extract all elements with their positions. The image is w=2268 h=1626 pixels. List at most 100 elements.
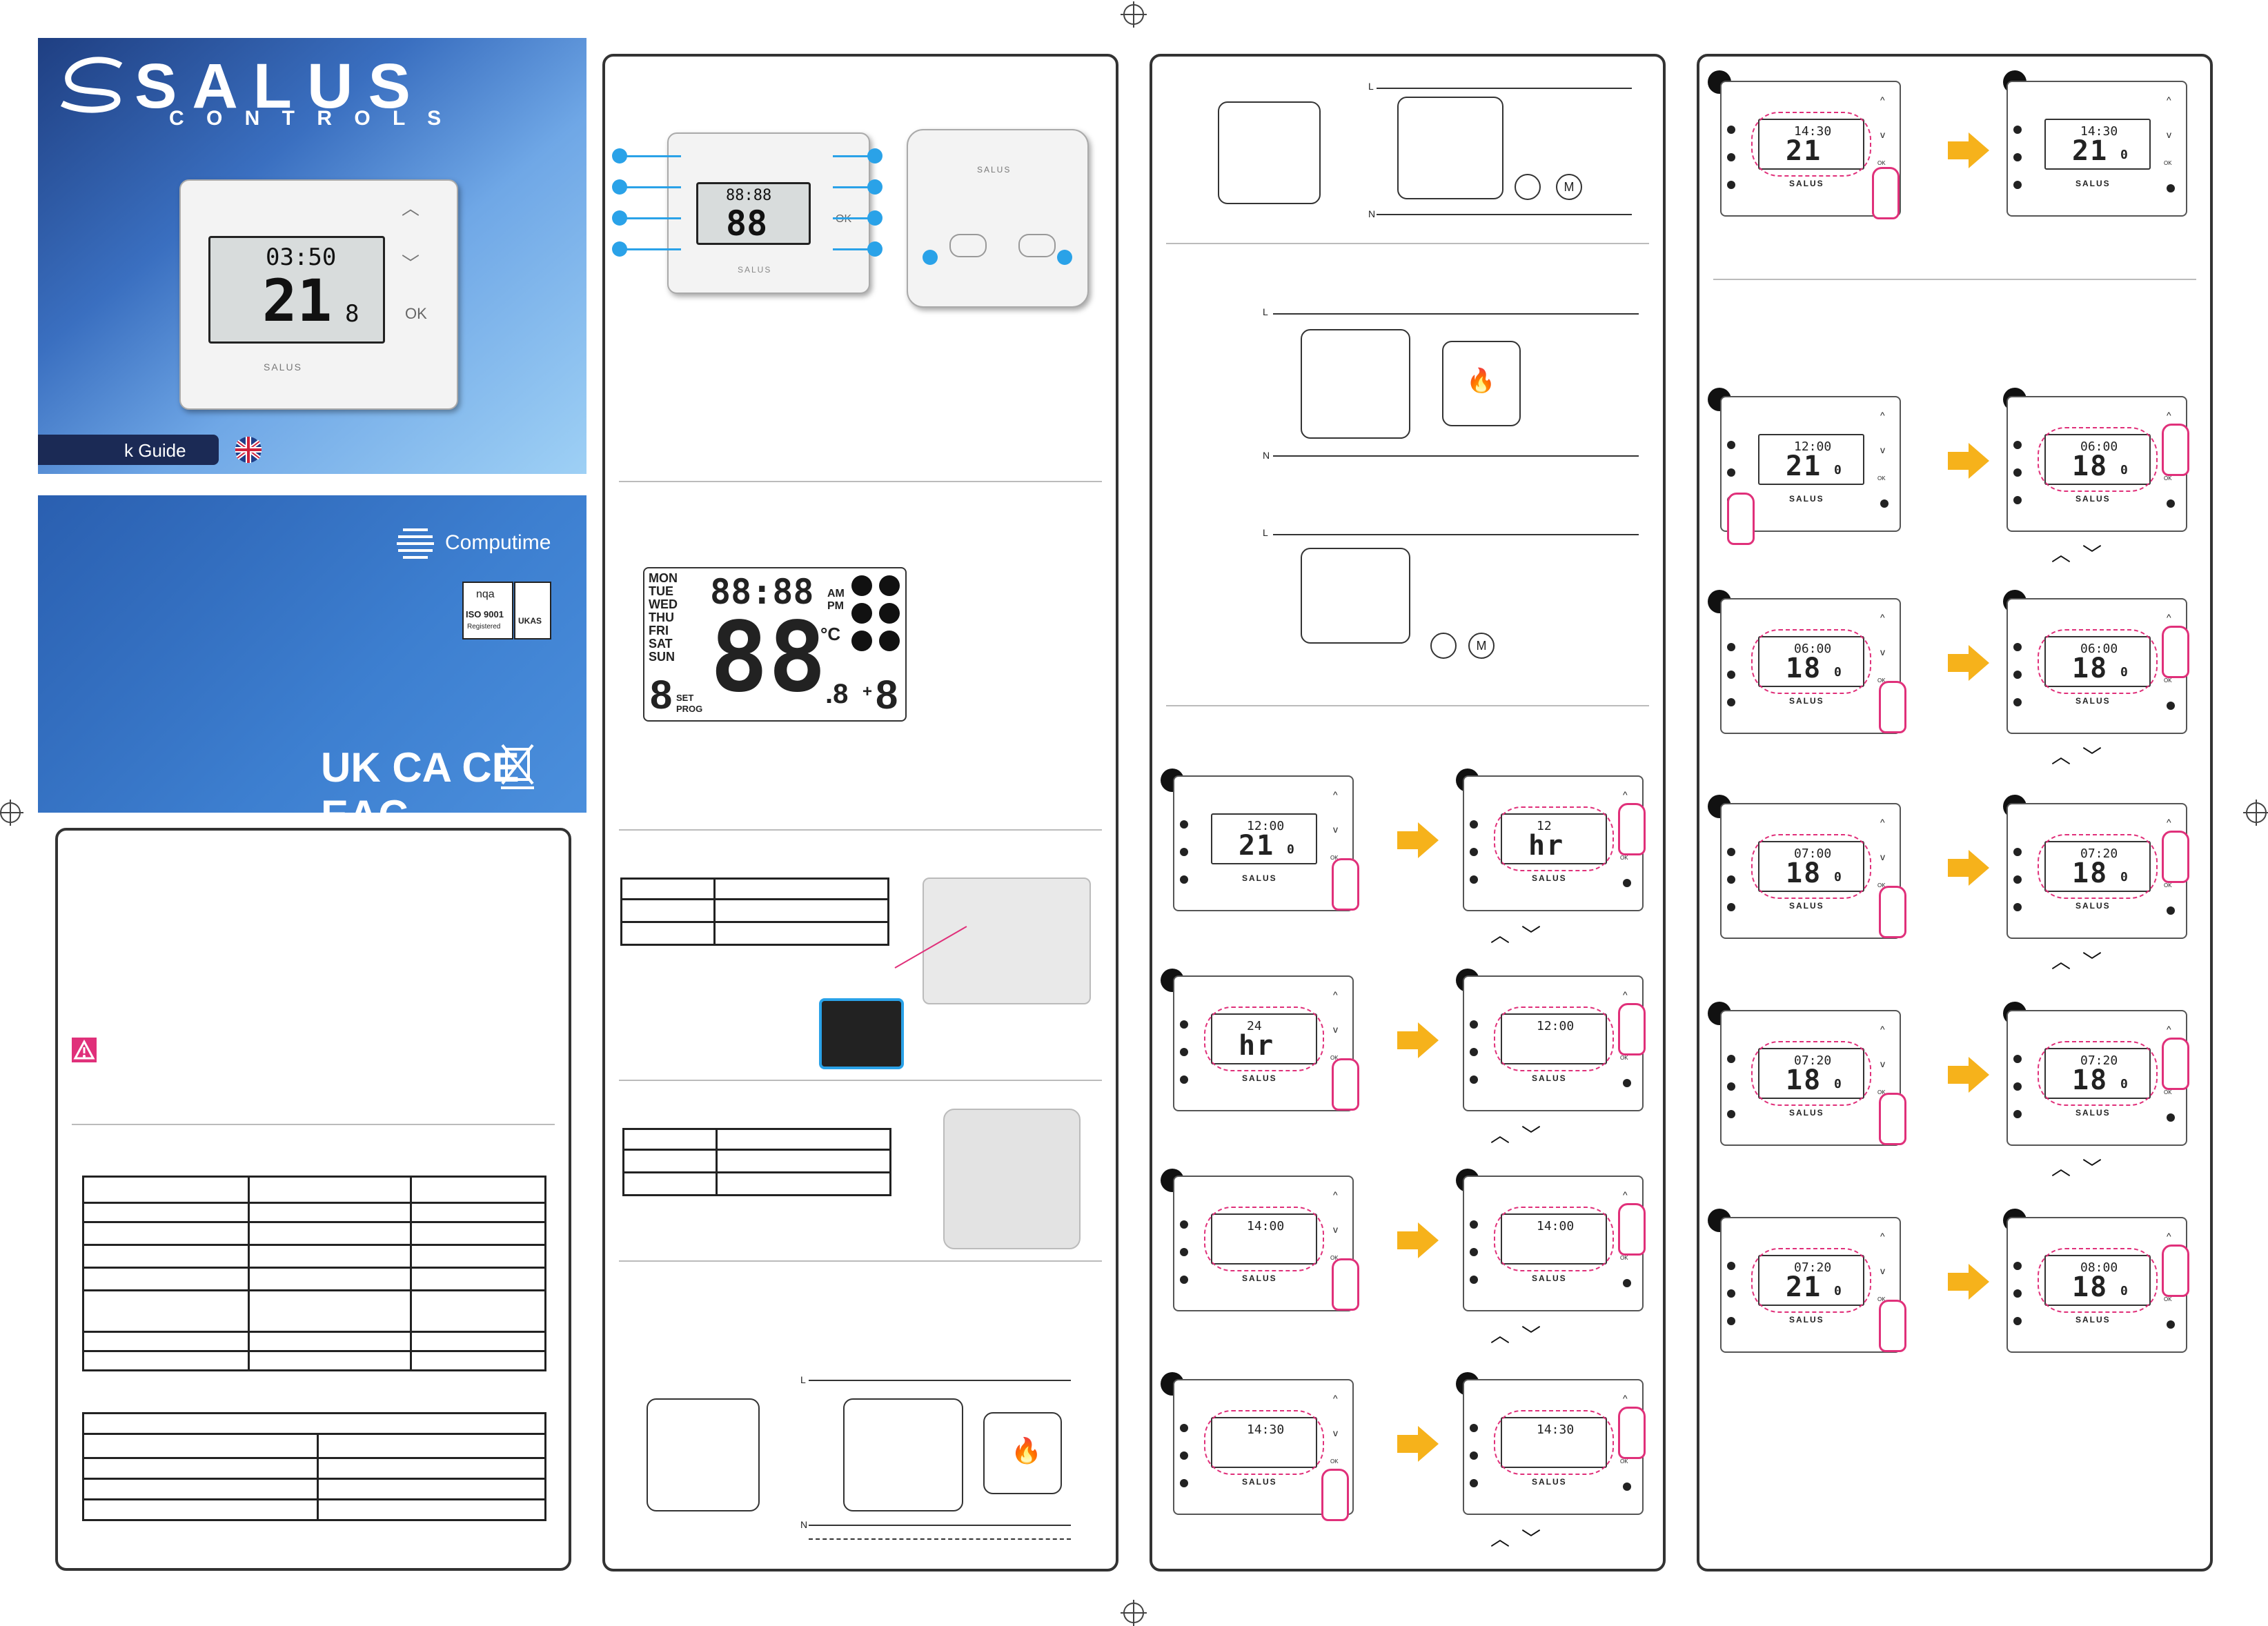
side-button[interactable] <box>2013 698 2022 706</box>
side-button[interactable] <box>2013 848 2022 856</box>
up-chevron-icon[interactable]: ^ <box>1880 612 1885 623</box>
up-chevron-icon[interactable]: ^ <box>2167 410 2171 421</box>
side-button[interactable] <box>1727 126 1735 134</box>
side-button[interactable] <box>2013 671 2022 679</box>
side-button[interactable] <box>1470 1451 1478 1460</box>
side-button[interactable] <box>1727 441 1735 449</box>
ok-label[interactable]: OK <box>2164 160 2172 166</box>
side-button[interactable] <box>1470 875 1478 884</box>
up-chevron-icon[interactable]: ^ <box>1623 789 1628 800</box>
down-chevron-icon[interactable]: v <box>1880 444 1885 455</box>
up-chevron-icon[interactable]: ^ <box>2167 1024 2171 1035</box>
down-chevron-icon[interactable]: v <box>1880 646 1885 657</box>
side-button[interactable] <box>1727 671 1735 679</box>
up-chevron-icon[interactable]: ^ <box>1623 1189 1628 1200</box>
side-button[interactable] <box>1727 181 1735 189</box>
side-button[interactable] <box>2013 496 2022 504</box>
side-button[interactable] <box>1470 1276 1478 1284</box>
ok-label[interactable]: OK <box>2164 882 2172 889</box>
ok-label[interactable]: OK <box>1877 160 1886 166</box>
menu-button[interactable] <box>1880 499 1889 508</box>
menu-button[interactable] <box>2167 499 2175 508</box>
ok-label[interactable]: OK <box>1877 677 1886 684</box>
ok-label[interactable]: OK <box>1877 882 1886 889</box>
side-button[interactable] <box>1470 1479 1478 1487</box>
side-button[interactable] <box>1470 848 1478 856</box>
menu-button[interactable] <box>2167 1113 2175 1122</box>
side-button[interactable] <box>1727 1055 1735 1063</box>
side-button[interactable] <box>2013 441 2022 449</box>
up-chevron-icon[interactable]: ^ <box>2167 612 2171 623</box>
ok-label[interactable]: OK <box>1877 1296 1886 1302</box>
menu-button[interactable] <box>1623 1483 1631 1491</box>
side-button[interactable] <box>1727 1317 1735 1325</box>
down-chevron-icon[interactable]: v <box>2167 129 2171 140</box>
side-button[interactable] <box>1727 1110 1735 1118</box>
side-button[interactable] <box>2013 643 2022 651</box>
down-chevron-icon[interactable]: v <box>1333 824 1338 835</box>
side-button[interactable] <box>1727 903 1735 911</box>
side-button[interactable] <box>1180 875 1188 884</box>
up-chevron-icon[interactable]: ^ <box>1880 1024 1885 1035</box>
side-button[interactable] <box>1180 820 1188 829</box>
side-button[interactable] <box>1727 698 1735 706</box>
ok-label[interactable]: OK <box>2164 475 2172 482</box>
side-button[interactable] <box>1470 1048 1478 1056</box>
ok-label[interactable]: OK <box>1877 1089 1886 1095</box>
ok-label[interactable]: OK <box>1620 1255 1628 1261</box>
ok-label[interactable]: OK <box>1330 1055 1339 1061</box>
side-button[interactable] <box>1470 1075 1478 1084</box>
side-button[interactable] <box>1180 1020 1188 1029</box>
up-chevron-icon[interactable]: ^ <box>2167 1231 2171 1242</box>
menu-button[interactable] <box>2167 906 2175 915</box>
ok-label[interactable]: OK <box>1330 1255 1339 1261</box>
side-button[interactable] <box>1727 468 1735 477</box>
ok-label[interactable]: OK <box>2164 1296 2172 1302</box>
down-chevron-icon[interactable]: v <box>1880 129 1885 140</box>
side-button[interactable] <box>1180 1276 1188 1284</box>
ok-label[interactable]: OK <box>2164 1089 2172 1095</box>
up-chevron-icon[interactable]: ^ <box>2167 95 2171 106</box>
side-button[interactable] <box>1180 1451 1188 1460</box>
up-chevron-icon[interactable]: ^ <box>1880 1231 1885 1242</box>
up-chevron-icon[interactable]: ^ <box>1333 989 1338 1000</box>
side-button[interactable] <box>1180 848 1188 856</box>
down-chevron-icon[interactable]: v <box>1880 851 1885 862</box>
up-chevron-icon[interactable]: ^ <box>1880 95 1885 106</box>
menu-button[interactable] <box>1623 1079 1631 1087</box>
side-button[interactable] <box>1180 1220 1188 1229</box>
up-chevron-icon[interactable]: ^ <box>1880 817 1885 828</box>
ok-label[interactable]: OK <box>1620 855 1628 861</box>
side-button[interactable] <box>1180 1424 1188 1432</box>
side-button[interactable] <box>1470 820 1478 829</box>
ok-label[interactable]: OK <box>2164 677 2172 684</box>
side-button[interactable] <box>1727 848 1735 856</box>
up-chevron-icon[interactable]: ^ <box>2167 817 2171 828</box>
down-chevron-icon[interactable]: v <box>1333 1024 1338 1035</box>
side-button[interactable] <box>1180 1248 1188 1256</box>
ok-label[interactable]: OK <box>1877 475 1886 482</box>
side-button[interactable] <box>2013 1317 2022 1325</box>
menu-button[interactable] <box>2167 702 2175 710</box>
side-button[interactable] <box>1727 1262 1735 1270</box>
ok-label[interactable]: OK <box>1620 1458 1628 1465</box>
down-chevron-icon[interactable]: v <box>1880 1265 1885 1276</box>
side-button[interactable] <box>2013 903 2022 911</box>
down-chevron-icon[interactable]: v <box>1333 1224 1338 1235</box>
side-button[interactable] <box>2013 1055 2022 1063</box>
menu-button[interactable] <box>2167 1320 2175 1329</box>
side-button[interactable] <box>1727 875 1735 884</box>
up-chevron-icon[interactable]: ^ <box>1333 789 1338 800</box>
side-button[interactable] <box>1180 1075 1188 1084</box>
up-chevron-icon[interactable]: ^ <box>1623 1393 1628 1404</box>
up-chevron-icon[interactable]: ^ <box>1333 1189 1338 1200</box>
side-button[interactable] <box>2013 1082 2022 1091</box>
side-button[interactable] <box>1470 1220 1478 1229</box>
side-button[interactable] <box>1180 1479 1188 1487</box>
side-button[interactable] <box>1470 1248 1478 1256</box>
side-button[interactable] <box>1470 1020 1478 1029</box>
side-button[interactable] <box>1470 1424 1478 1432</box>
side-button[interactable] <box>2013 1110 2022 1118</box>
side-button[interactable] <box>2013 1289 2022 1298</box>
menu-button[interactable] <box>1623 1279 1631 1287</box>
